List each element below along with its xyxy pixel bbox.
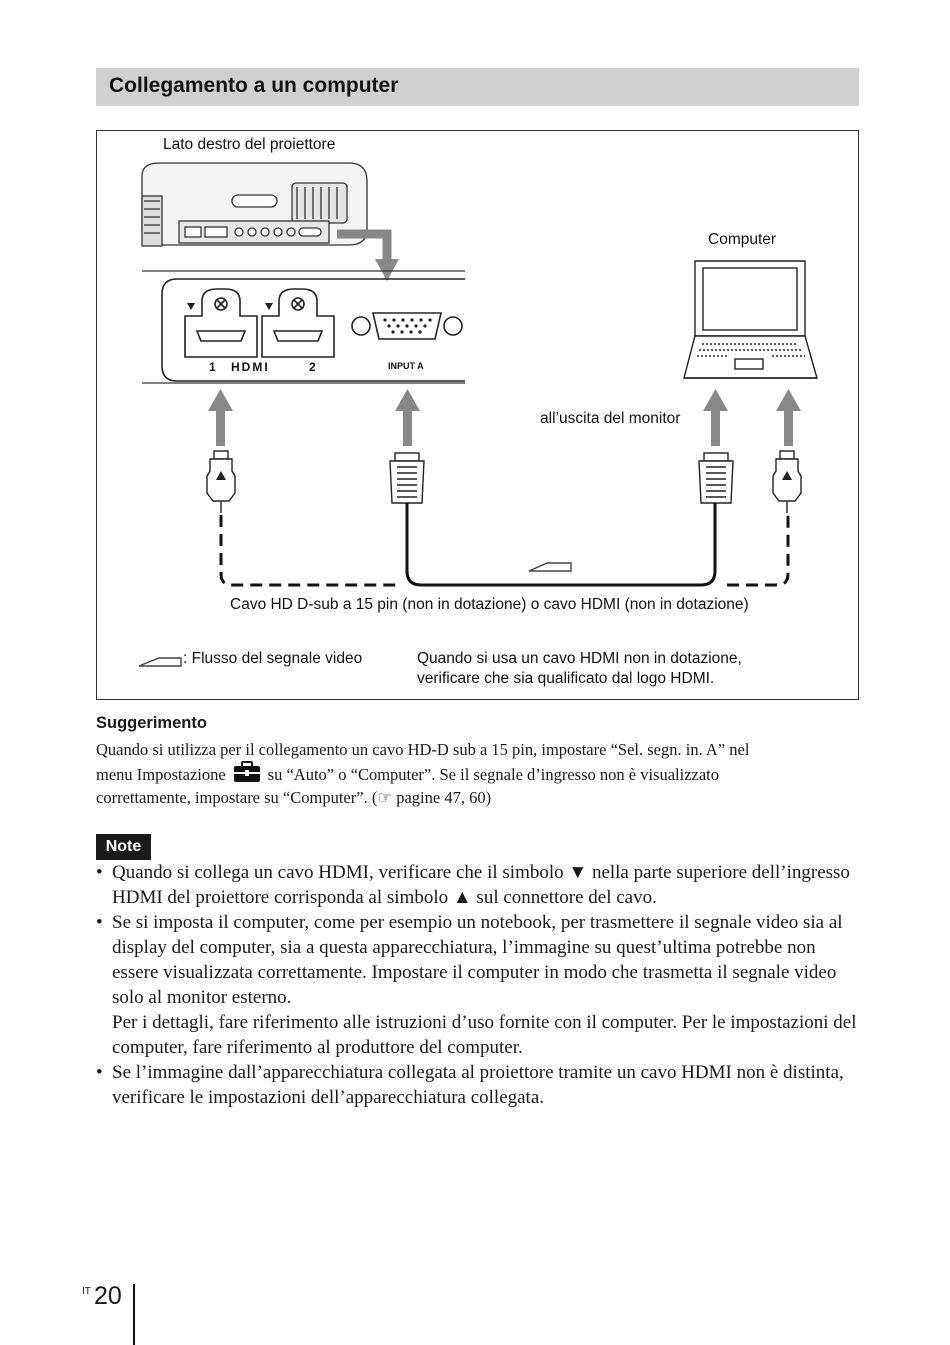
vga-plug-right [698, 452, 734, 504]
vga-cable [405, 503, 717, 587]
signal-flow-symbol [528, 562, 572, 572]
hdmi-note-line2: verificare che sia qualificato dal logo … [417, 670, 715, 687]
tip-body: Quando si utilizza per il collegamento u… [96, 738, 866, 809]
tip-line-3: correttamente, impostare su “Computer”. … [96, 788, 492, 807]
connector-panel [161, 278, 465, 382]
monitor-out-label: all’uscita del monitor [540, 410, 681, 427]
legend-symbol [138, 657, 182, 667]
page-rule [133, 1284, 135, 1345]
hdmi-plug-right [772, 450, 802, 513]
zoom-arrow [337, 229, 399, 281]
computer-label: Computer [708, 231, 777, 248]
port-number-2: 2 [309, 360, 316, 374]
input-a-label: INPUT A [388, 361, 424, 371]
hdmi-logo: HDMI [231, 360, 270, 374]
cable-label: Cavo HD D-sub a 15 pin (non in dotazione… [230, 596, 749, 613]
hdmi-cable [219, 515, 790, 587]
legend-label: : Flusso del segnale video [183, 650, 363, 667]
hdmi-plug-left [206, 450, 236, 513]
tip-line-2b: su “Auto” o “Computer”. Se il segnale d’… [267, 765, 720, 784]
page-number: 20 [94, 1282, 122, 1310]
connection-diagram: 1 HDMI 2 INPUT A [96, 130, 859, 700]
section-title: Collegamento a un computer [109, 74, 399, 97]
tip-heading: Suggerimento [96, 714, 207, 732]
note-item-continuation: Per i dettagli, fare riferimento alle is… [112, 1012, 857, 1058]
note-item: Se si imposta il computer, come per esem… [96, 910, 866, 1010]
note-item: Quando si collega un cavo HDMI, verifica… [96, 860, 866, 910]
tip-line-2: menu Impostazione su “Auto” o “Computer”… [96, 761, 866, 786]
note-badge: Note [96, 834, 151, 860]
vga-plug-left [389, 452, 425, 504]
page-language: IT [82, 1286, 91, 1297]
notes-list: Quando si collega un cavo HDMI, verifica… [96, 860, 866, 1110]
section-header: Collegamento a un computer [96, 68, 859, 106]
signal-arrows [208, 389, 801, 446]
toolbox-icon [233, 761, 260, 782]
note-item: Se l’immagine dall’apparecchiatura colle… [96, 1060, 866, 1110]
laptop-illustration [683, 260, 818, 379]
tip-line-2a: menu Impostazione [96, 765, 226, 784]
port-number-1: 1 [209, 360, 216, 374]
tip-line-1: Quando si utilizza per il collegamento u… [96, 740, 750, 759]
projector-label: Lato destro del proiettore [163, 136, 336, 153]
diagram-illustration: 1 HDMI 2 INPUT A [138, 162, 818, 667]
hdmi-note-line1: Quando si usa un cavo HDMI non in dotazi… [417, 650, 742, 667]
projector-illustration [141, 162, 368, 247]
